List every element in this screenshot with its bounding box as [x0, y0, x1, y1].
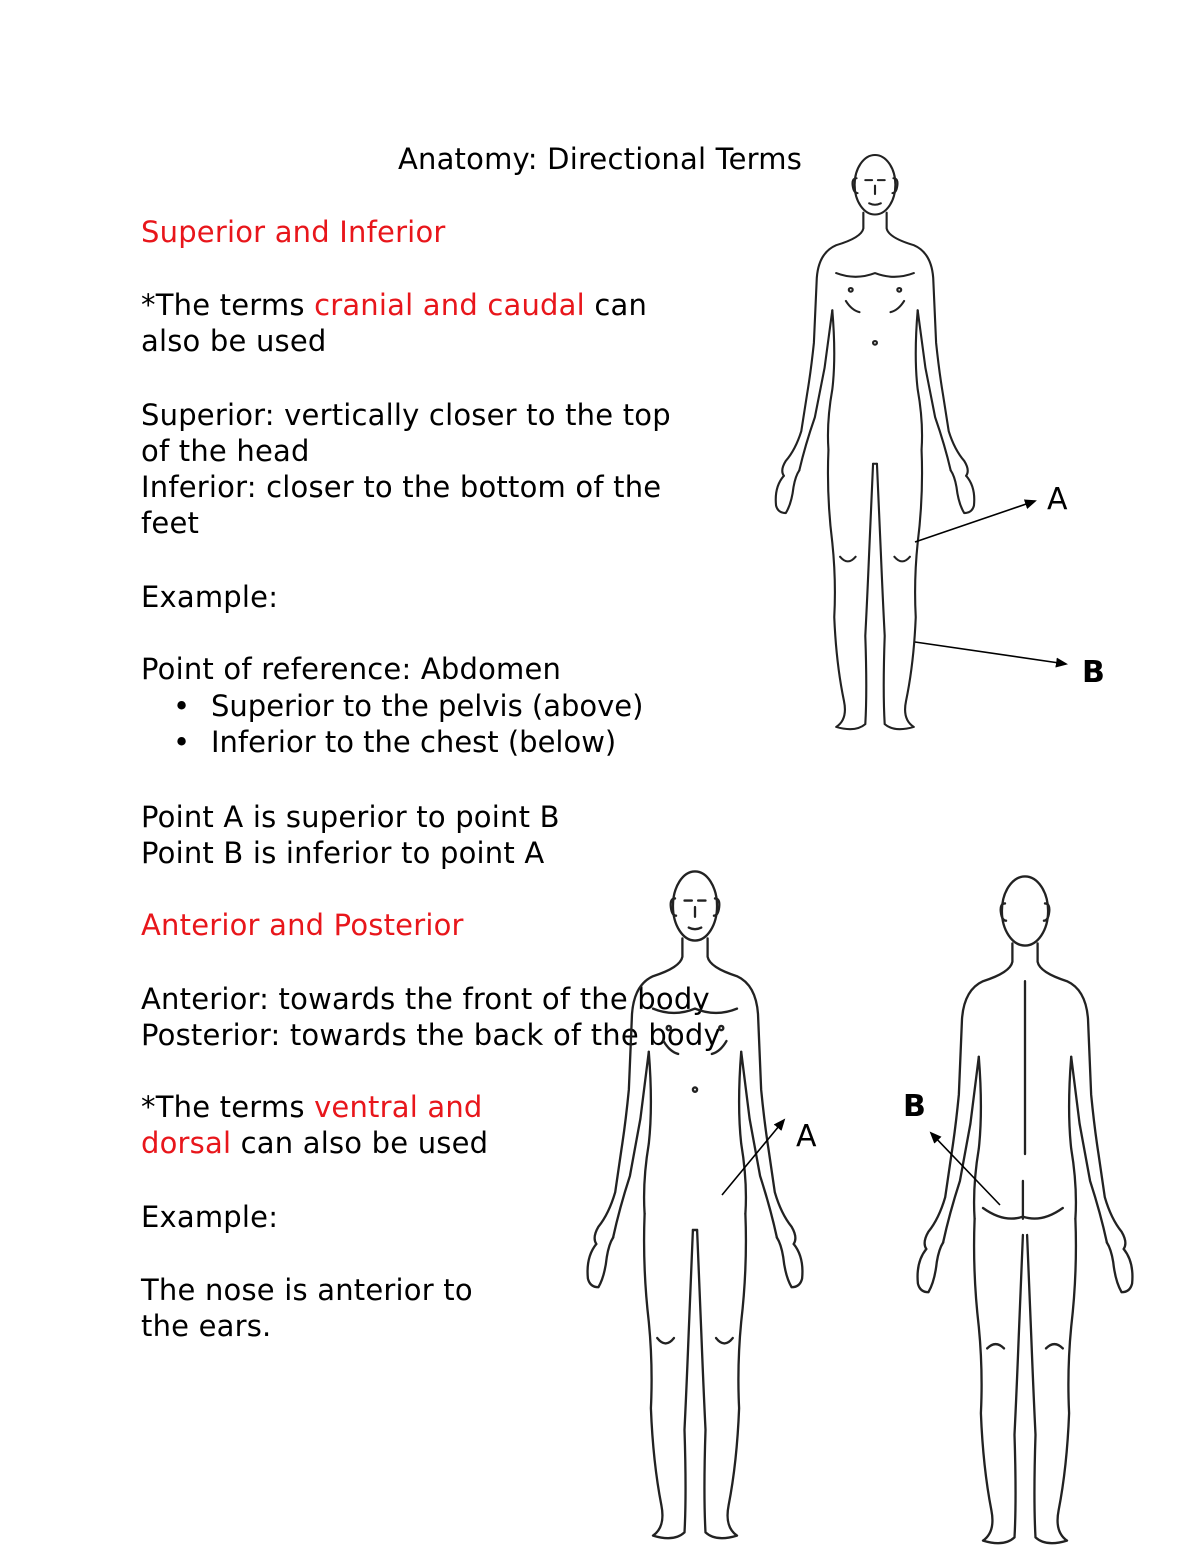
- alt-terms-line: *The terms cranial and caudal can: [141, 287, 647, 323]
- alt-terms-prefix: *The terms: [141, 288, 315, 322]
- arrow-b-bottom: [929, 1131, 1001, 1206]
- point-a-statement: Point A is superior to point B: [141, 800, 560, 834]
- label-a-bottom: A: [796, 1119, 817, 1154]
- section-heading-superior-inferior: Superior and Inferior: [141, 215, 446, 249]
- label-a-top: A: [1047, 482, 1068, 517]
- example-text-2: the ears.: [141, 1309, 272, 1343]
- inferior-definition-2: feet: [141, 506, 200, 540]
- example-label-1: Example:: [141, 580, 279, 614]
- alt-terms-2-suffix: can also be used: [231, 1126, 489, 1160]
- alt-terms-2-line2: dorsal can also be used: [141, 1125, 488, 1161]
- posterior-definition: Posterior: towards the back of the body: [141, 1018, 721, 1052]
- back-body-figure-bottom: [916, 875, 1134, 1545]
- alt-terms-2-line1: *The terms ventral and: [141, 1089, 483, 1125]
- superior-definition-2: of the head: [141, 434, 310, 468]
- arrow-a-bottom: [721, 1118, 786, 1196]
- front-body-figure-bottom: [586, 870, 804, 1540]
- reference-point: Point of reference: Abdomen: [141, 652, 562, 686]
- inferior-definition-1: Inferior: closer to the bottom of the: [141, 470, 662, 504]
- alt-terms-highlight: cranial and caudal: [314, 288, 585, 322]
- page-title: Anatomy: Directional Terms: [397, 142, 803, 176]
- reference-bullets: Superior to the pelvis (above) Inferior …: [141, 688, 643, 760]
- label-b-top: B: [1082, 655, 1105, 690]
- alt-terms-2-prefix: *The terms: [141, 1090, 315, 1124]
- arrow-b-top: [914, 641, 1068, 668]
- example-text-1: The nose is anterior to: [141, 1273, 473, 1307]
- alt-terms-2-highlight2: dorsal: [141, 1126, 232, 1160]
- anterior-definition: Anterior: towards the front of the body: [141, 982, 710, 1016]
- front-body-figure-top: [774, 153, 976, 731]
- alt-terms-2-highlight: ventral and: [314, 1090, 483, 1124]
- example-label-2: Example:: [141, 1200, 279, 1234]
- label-b-bottom: B: [903, 1089, 926, 1124]
- superior-definition-1: Superior: vertically closer to the top: [141, 398, 671, 432]
- bullet-item: Inferior to the chest (below): [141, 724, 643, 760]
- alt-terms-suffix: can: [584, 288, 648, 322]
- bullet-item: Superior to the pelvis (above): [141, 688, 643, 724]
- point-b-statement: Point B is inferior to point A: [141, 836, 545, 870]
- section-heading-anterior-posterior: Anterior and Posterior: [141, 908, 464, 942]
- alt-terms-line2: also be used: [141, 324, 327, 358]
- arrow-a-top: [914, 499, 1037, 543]
